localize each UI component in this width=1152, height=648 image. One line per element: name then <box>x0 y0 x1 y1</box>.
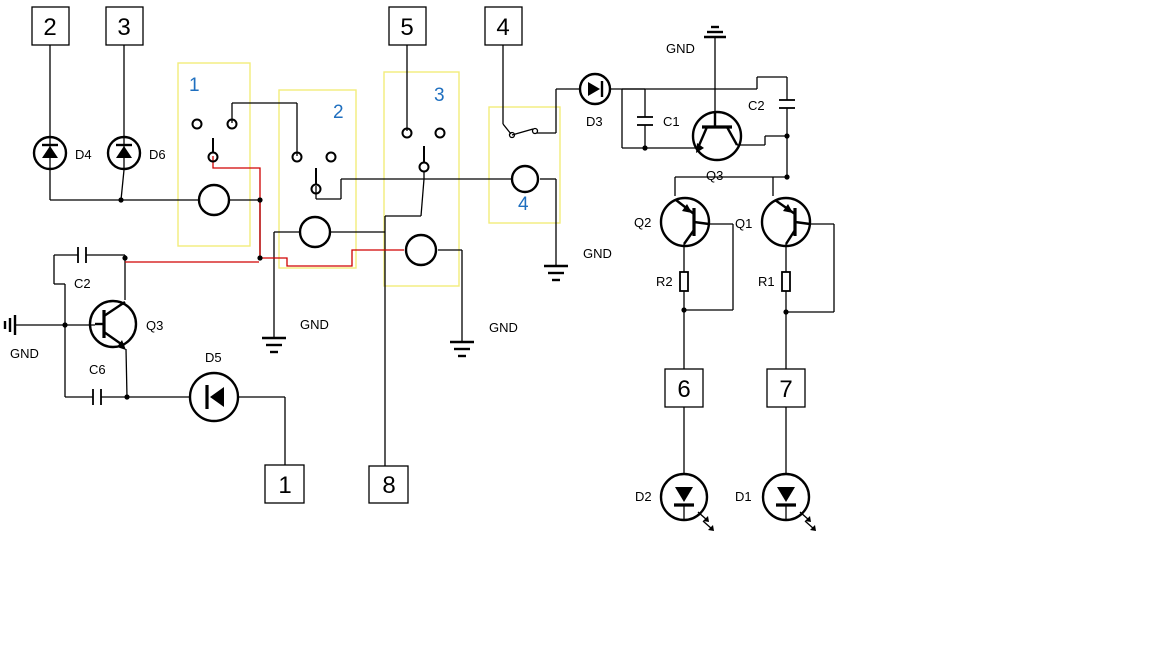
ground-symbols <box>3 25 726 358</box>
junctions <box>62 133 790 400</box>
label-q3-right: Q3 <box>706 168 723 183</box>
terminal-2-label: 2 <box>43 14 56 41</box>
label-d3: D3 <box>586 114 603 129</box>
transistor-q3-left <box>88 299 138 350</box>
label-q2: Q2 <box>634 215 651 230</box>
transistor-q3-right <box>691 110 743 162</box>
terminal-6-label: 6 <box>677 376 690 403</box>
wiring <box>15 37 835 475</box>
label-d2: D2 <box>635 489 652 504</box>
gnd-label-left: GND <box>10 346 39 361</box>
led-d2 <box>659 472 714 531</box>
gnd-label-switch2: GND <box>300 317 329 332</box>
terminal-boxes <box>31 6 806 504</box>
transistor-q2 <box>659 196 711 248</box>
label-d1: D1 <box>735 489 752 504</box>
gnd-label-switch4: GND <box>583 246 612 261</box>
transistor-q1 <box>760 196 812 248</box>
switch-block-4-label: 4 <box>518 194 529 215</box>
switch-block-1-outline <box>177 62 251 247</box>
diode-d3 <box>578 72 612 106</box>
label-d6: D6 <box>149 147 166 162</box>
diode-d5 <box>188 371 240 423</box>
label-q1: Q1 <box>735 216 752 231</box>
switch-block-1-label: 1 <box>189 75 200 96</box>
switch-block-4-outline <box>488 106 561 224</box>
label-r1: R1 <box>758 274 775 289</box>
label-c2-left: C2 <box>74 276 91 291</box>
label-c1: C1 <box>663 114 680 129</box>
switch-block-3-label: 3 <box>434 85 445 106</box>
red-wiring <box>125 156 404 267</box>
terminal-1-label: 1 <box>278 472 291 499</box>
switch-contacts <box>191 118 539 195</box>
gnd-label-switch3: GND <box>489 320 518 335</box>
resistors <box>679 271 791 292</box>
terminal-5-label: 5 <box>400 14 413 41</box>
gnd-label-top: GND <box>666 41 695 56</box>
label-d4: D4 <box>75 147 92 162</box>
diode-d4 <box>32 135 68 171</box>
label-d5: D5 <box>205 350 222 365</box>
terminal-4-label: 4 <box>496 14 509 41</box>
switch-block-2-label: 2 <box>333 102 344 123</box>
capacitors <box>77 99 795 405</box>
label-q3-left: Q3 <box>146 318 163 333</box>
label-r2: R2 <box>656 274 673 289</box>
terminal-3-label: 3 <box>117 14 130 41</box>
terminal-8-label: 8 <box>382 472 395 499</box>
label-c2-right: C2 <box>748 98 765 113</box>
label-c6: C6 <box>89 362 106 377</box>
led-d1 <box>761 472 816 531</box>
relay-coils <box>197 164 540 267</box>
terminal-7-label: 7 <box>779 376 792 403</box>
diode-d6 <box>106 135 142 171</box>
